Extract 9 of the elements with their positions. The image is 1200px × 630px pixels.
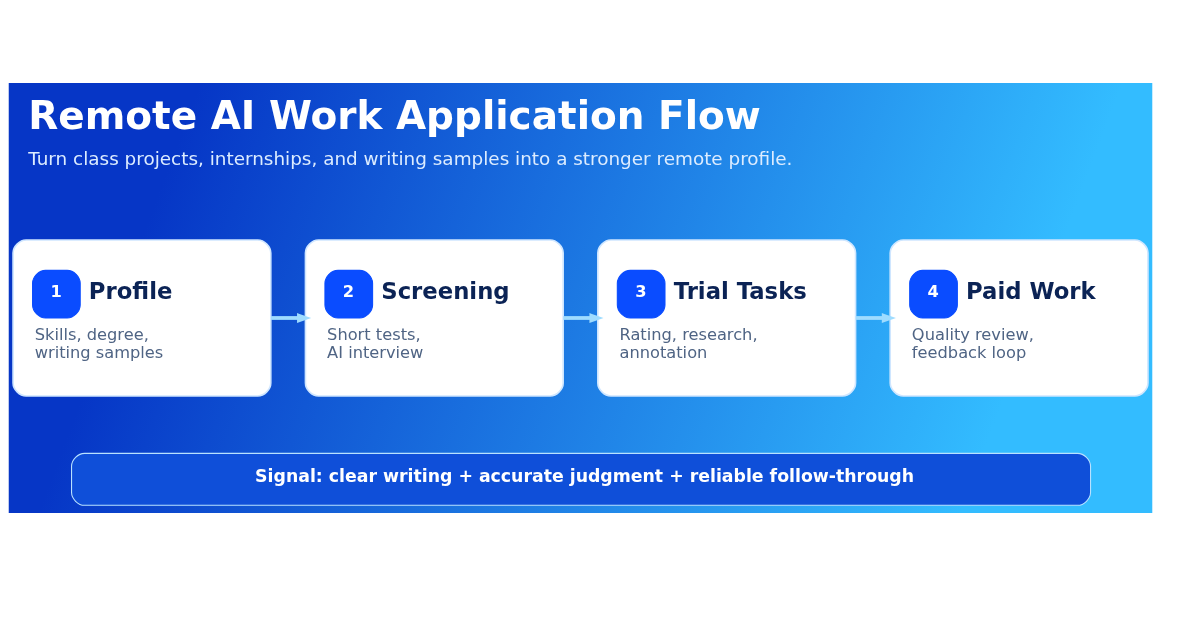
arrow (855, 312, 896, 323)
arrow (563, 312, 604, 323)
diagram-title: Remote AI Work Application Flow (28, 92, 761, 138)
node-box: 4 Paid Work Quality review, feedback loop (889, 238, 1149, 397)
node-box: 2 Screening Short tests, AI interview (304, 238, 564, 397)
node-box: 3 Trial Tasks Rating, research, annotation (597, 238, 857, 397)
node-box: 1 Profile Skills, degree, writing samples (12, 238, 272, 397)
caption: Turn class projects, internships, and writing samples into a stronger remote profile. (28, 147, 793, 169)
arrow (271, 312, 312, 323)
